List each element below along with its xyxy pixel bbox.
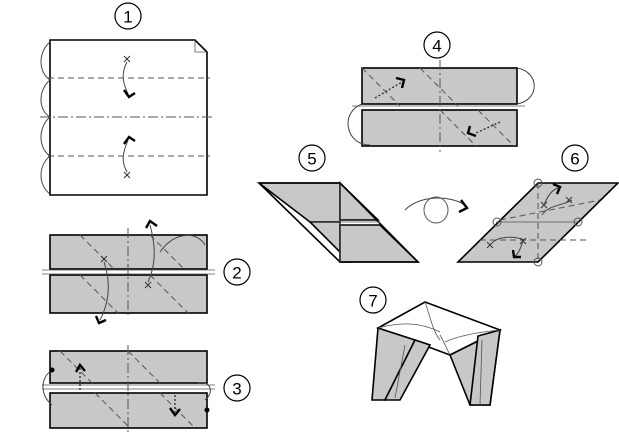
step-4-number: 4	[432, 37, 441, 56]
step-7-number: 7	[368, 292, 377, 311]
turn-over-arrow-icon	[404, 196, 469, 224]
step-2-figure	[42, 219, 215, 325]
step-7-figure	[371, 301, 503, 406]
step-7-badge: 7	[359, 286, 387, 314]
step-5-badge: 5	[298, 144, 326, 172]
step-4-badge: 4	[423, 31, 451, 59]
step-3-badge: 3	[223, 374, 251, 402]
step-1-figure	[40, 39, 212, 196]
step-2-number: 2	[232, 264, 241, 283]
step-2-badge: 2	[223, 258, 251, 286]
step-3-number: 3	[232, 380, 241, 399]
step-6-number: 6	[570, 150, 579, 169]
step-3-figure	[42, 345, 215, 432]
step-5-figure	[256, 181, 420, 263]
step-5-number: 5	[307, 150, 316, 169]
step-1-badge: 1	[114, 2, 142, 30]
step-6-figure	[456, 178, 619, 267]
step-1-number: 1	[123, 8, 132, 27]
step-4-figure	[347, 60, 535, 152]
step-6-badge: 6	[561, 144, 589, 172]
